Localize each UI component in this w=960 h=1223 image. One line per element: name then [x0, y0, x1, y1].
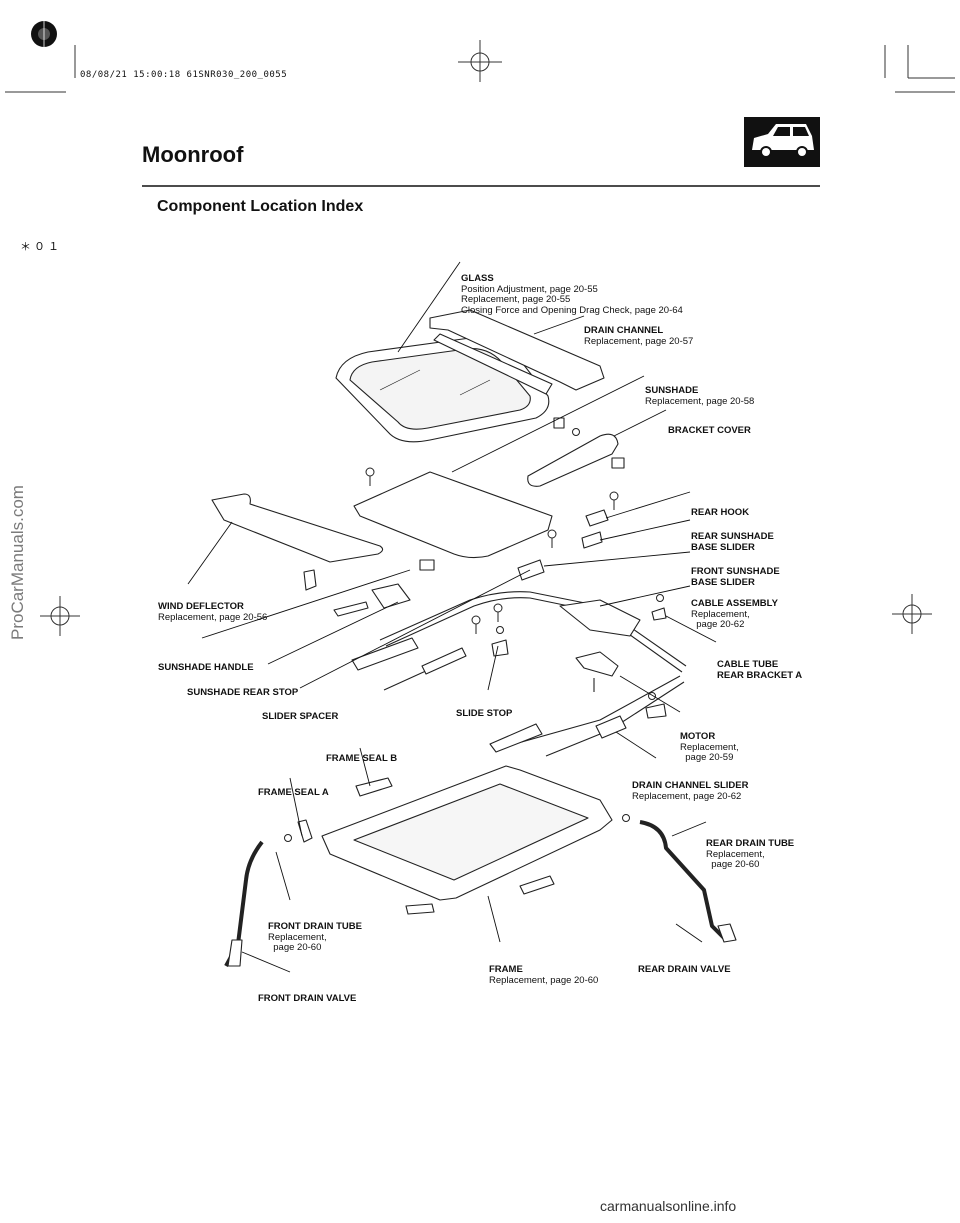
frame-seal-a-part [297, 819, 313, 843]
asterisk-mark: ＊０１ [20, 241, 62, 253]
frame-seal-b-part [355, 777, 393, 797]
rear-sunshade-base-slider-part [581, 531, 603, 549]
callout-rear-hook: REAR HOOK [691, 507, 750, 518]
car-body-icon [744, 117, 820, 167]
footer-watermark: carmanualsonline.info [600, 1198, 737, 1214]
side-watermark: ProCarManuals.com [8, 485, 27, 640]
left-slider [351, 637, 419, 671]
sunshade-part [353, 471, 553, 571]
callout-sunshade-handle: SUNSHADE HANDLE [158, 662, 254, 673]
wind-deflector-part [211, 493, 384, 591]
callout-slide-stop: SLIDE STOP [456, 708, 513, 719]
callout-front-sunshade-base-slider: FRONT SUNSHADE BASE SLIDER [691, 566, 780, 588]
callout-frame-seal-b: FRAME SEAL B [326, 753, 398, 764]
callout-rear-sunshade-base-slider: REAR SUNSHADE BASE SLIDER [691, 531, 774, 553]
rear-drain-valve-part [717, 923, 737, 943]
left-slider-rear [421, 647, 467, 675]
page-subtitle: Component Location Index [157, 198, 364, 215]
front-drain-valve-part [227, 939, 243, 967]
callout-frame-seal-a: FRAME SEAL A [258, 787, 329, 798]
slide-stop-part [491, 639, 509, 657]
page-title: Moonroof [142, 142, 244, 167]
motor-part [575, 651, 619, 692]
frame-bottom-seal [405, 903, 435, 915]
frame-bottom-seal-right [519, 875, 555, 895]
frame-part [321, 765, 613, 901]
front-drain-tube-part [224, 840, 264, 967]
drain-channel-slider-part [595, 715, 627, 739]
screws [284, 428, 664, 842]
callout-slider-spacer: SLIDER SPACER [262, 711, 339, 722]
cable-assembly-bracket [559, 599, 641, 637]
punch-mark [31, 18, 57, 50]
leader-lines [187, 261, 717, 973]
cable-tube-rear-bracket-a-part [651, 607, 667, 621]
rear-drain-tube-part [639, 820, 728, 942]
sunshade-handle-part [333, 601, 369, 617]
front-sunshade-base-slider-part [517, 559, 545, 581]
print-marks [5, 40, 955, 636]
callout-rear-drain-valve: REAR DRAIN VALVE [638, 964, 731, 975]
callout-sunshade-rear-stop: SUNSHADE REAR STOP [187, 687, 299, 698]
rear-hook-part [585, 509, 609, 527]
cable-tube-rear-bracket-b-part [645, 703, 667, 719]
sunshade-rear-stop-part [371, 583, 411, 609]
callout-cable-tube-rear-bracket-a: CABLE TUBE REAR BRACKET A [717, 659, 803, 681]
drain-channel-part [429, 309, 605, 395]
cable-assembly-part [379, 591, 687, 757]
callout-front-drain-valve: FRONT DRAIN VALVE [258, 993, 357, 1004]
print-stamp: 08/08/21 15:00:18 61SNR030_200_0055 [80, 70, 288, 80]
right-slider [489, 723, 543, 753]
callout-bracket-cover: BRACKET COVER [668, 425, 751, 436]
